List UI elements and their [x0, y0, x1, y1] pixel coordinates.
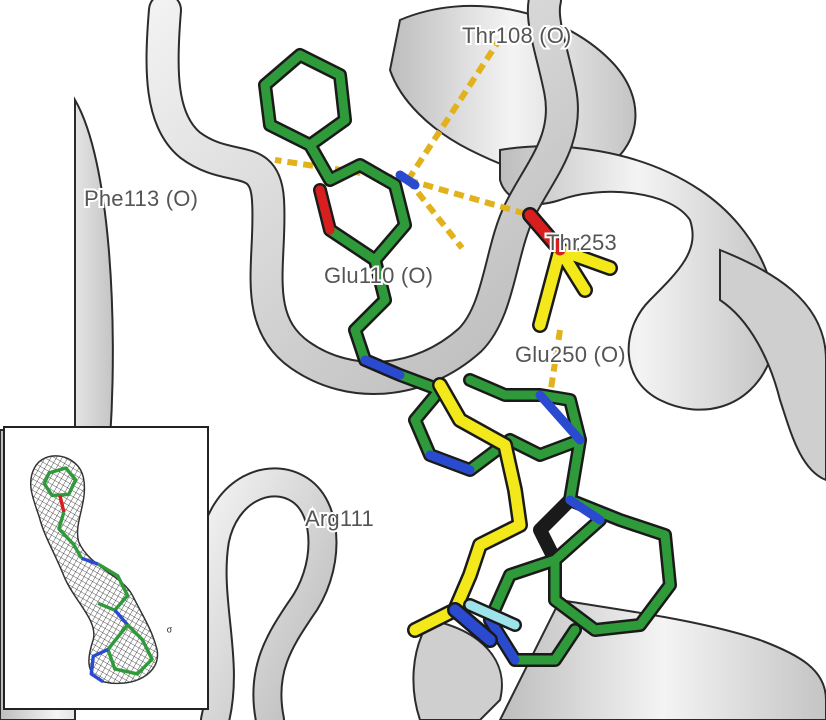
label-thr253: Thr253	[546, 230, 617, 255]
label-thr108: Thr108 (O)	[462, 23, 572, 48]
hbond-thr108	[405, 40, 501, 182]
arg111-loop-tube	[197, 467, 338, 720]
reference-ligand-yellow	[407, 207, 618, 648]
hbond-thr253	[407, 177, 531, 218]
nitrogen-atom	[425, 450, 475, 475]
label-glu250: Glu250 (O)	[515, 342, 626, 367]
nitrogen-atom	[565, 495, 605, 525]
label-phe113: Phe113 (O)	[84, 186, 198, 211]
nitrogen-atom	[535, 390, 585, 445]
oxygen-atom	[315, 185, 335, 235]
inset-sigma-label: σ	[167, 625, 173, 635]
electron-density-inset: σ	[3, 426, 209, 710]
label-arg111: Arg111	[305, 506, 374, 531]
hbond-glu110	[405, 178, 465, 250]
protein-loop-tube	[145, 0, 579, 395]
hbond-glu250	[547, 329, 563, 396]
nitrogen-atom	[395, 170, 420, 190]
residue-labels: Thr108 (O) Phe113 (O) Glu110 (O) Thr253 …	[82, 21, 628, 533]
nitrogen-atom	[485, 615, 520, 665]
nitrogen-atom	[360, 355, 405, 380]
ligand-molecule	[258, 48, 677, 667]
label-glu110: Glu110 (O)	[324, 263, 433, 288]
